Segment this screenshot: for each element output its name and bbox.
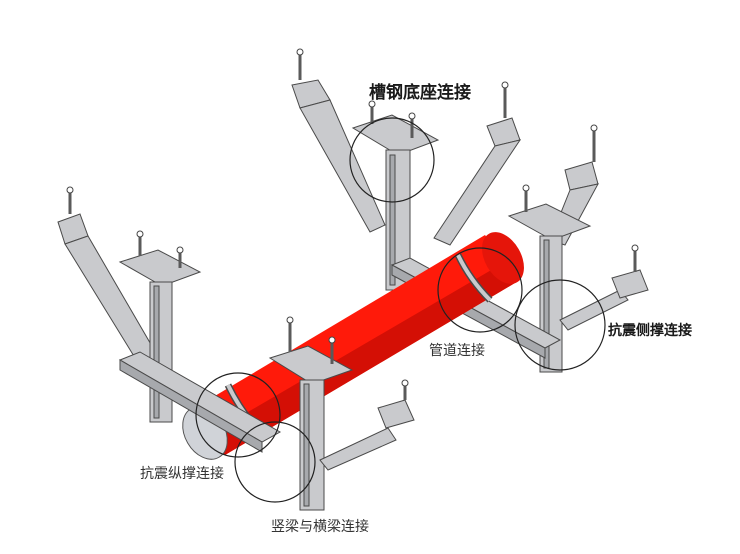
detail-circle-lateral xyxy=(514,279,606,371)
label-channel-base-connection: 槽钢底座连接 xyxy=(369,83,471,103)
rear-left-diagonal-brace xyxy=(291,48,386,233)
front-lateral-brace xyxy=(319,379,415,471)
red-pipe xyxy=(182,232,524,460)
detail-circle-pipe xyxy=(437,247,523,333)
detail-circle-longitudinal xyxy=(195,372,281,458)
detail-circle-beam xyxy=(234,421,316,503)
label-lateral-brace-connection: 抗震侧撑连接 xyxy=(608,323,692,339)
left-diagonal-brace xyxy=(57,186,161,367)
front-vertical-post xyxy=(268,316,354,511)
rear-right-diagonal-brace xyxy=(433,81,522,246)
detail-circle-channel-base xyxy=(349,117,435,203)
label-beam-connection: 竖梁与横梁连接 xyxy=(271,519,369,535)
pipe-clamp-rear xyxy=(454,253,493,303)
right-lateral-brace xyxy=(559,244,649,331)
label-longitudinal-brace-connection: 抗震纵撑连接 xyxy=(140,466,224,482)
label-pipe-connection: 管道连接 xyxy=(429,343,485,359)
